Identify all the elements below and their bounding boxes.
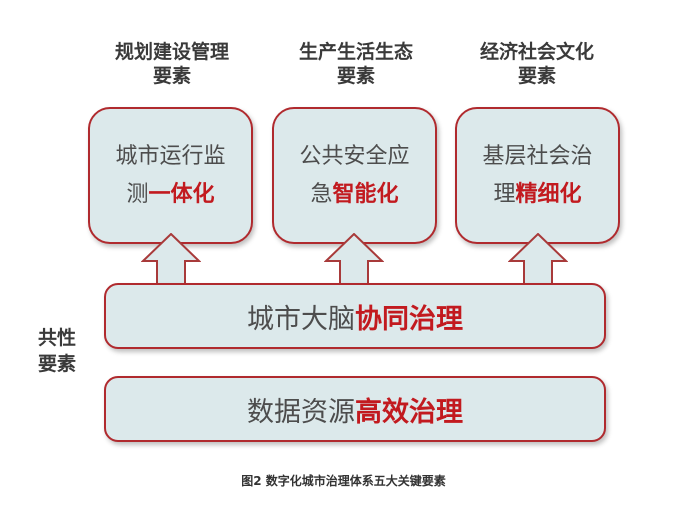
box-line2: 测一体化 [126,176,214,214]
common-label-line1: 共性 [38,327,77,349]
city-brain-highlight: 协同治理 [355,303,463,335]
common-elements-label: 共性 要素 [38,325,76,377]
element-box-city-monitoring: 城市运行监 测一体化 [88,107,253,244]
box-line2-highlight: 智能化 [332,181,399,207]
common-label-line2: 要素 [38,353,77,375]
box-line2-plain: 急 [310,181,333,207]
box-line2-highlight: 一体化 [148,181,215,207]
box-line1: 基层社会治 [482,143,593,169]
box-line2-plain: 测 [126,181,149,207]
element-box-grassroots-governance: 基层社会治 理精细化 [455,107,620,244]
element-box-public-safety: 公共安全应 急智能化 [272,107,437,244]
column-heading-line1: 生产生活生态 [298,41,413,63]
box-line2-plain: 理 [493,181,516,207]
box-line2-highlight: 精细化 [515,181,582,207]
column-heading-line2: 要素 [517,65,556,87]
box-line2: 急智能化 [310,176,398,214]
column-heading-line2: 要素 [152,65,191,87]
column-heading-planning: 规划建设管理 要素 [88,40,256,88]
column-heading-production: 生产生活生态 要素 [272,40,440,88]
city-brain-plain: 城市大脑 [247,303,355,335]
data-resources-plain: 数据资源 [247,396,355,428]
figure-caption: 图2 数字化城市治理体系五大关键要素 [241,474,446,488]
column-heading-economy: 经济社会文化 要素 [453,40,621,88]
city-brain-box: 城市大脑协同治理 [104,283,606,349]
data-resources-highlight: 高效治理 [355,396,463,428]
box-line1: 城市运行监 [115,143,226,169]
data-resources-box: 数据资源高效治理 [104,376,606,442]
column-heading-line1: 经济社会文化 [479,41,594,63]
column-heading-line2: 要素 [336,65,375,87]
column-heading-line1: 规划建设管理 [114,41,229,63]
box-line2: 理精细化 [493,176,581,214]
box-line1: 公共安全应 [299,143,410,169]
